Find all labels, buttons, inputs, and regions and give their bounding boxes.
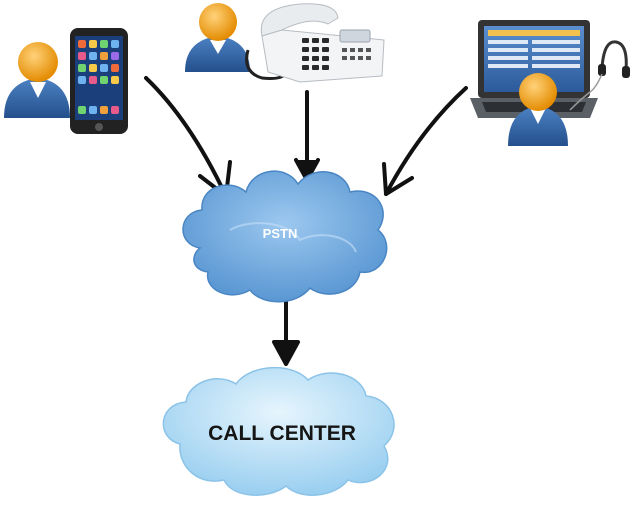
smartphone-icon — [70, 28, 128, 134]
call-center-label: CALL CENTER — [208, 422, 356, 445]
person-icon — [508, 73, 568, 146]
pstn-cloud: PSTN — [182, 170, 388, 303]
arrow-mobile-to-pstn — [144, 76, 232, 198]
desk-phone-icon — [245, 3, 385, 83]
desk-phone-user-node — [185, 3, 385, 83]
call-center-cloud: CALL CENTER — [162, 367, 395, 496]
cloud-icon — [182, 170, 388, 303]
pstn-label: PSTN — [263, 226, 298, 241]
arrow-desk-phone-to-pstn — [294, 90, 320, 182]
person-icon — [4, 42, 70, 118]
mobile-user-node — [4, 28, 128, 134]
cloud-icon — [162, 367, 395, 496]
arrow-laptop-to-pstn — [382, 86, 468, 196]
arrow-pstn-to-call-center — [272, 294, 300, 366]
arrows — [144, 76, 468, 366]
laptop-agent-node — [470, 20, 630, 146]
person-icon — [185, 3, 250, 72]
headset-icon — [569, 40, 630, 111]
